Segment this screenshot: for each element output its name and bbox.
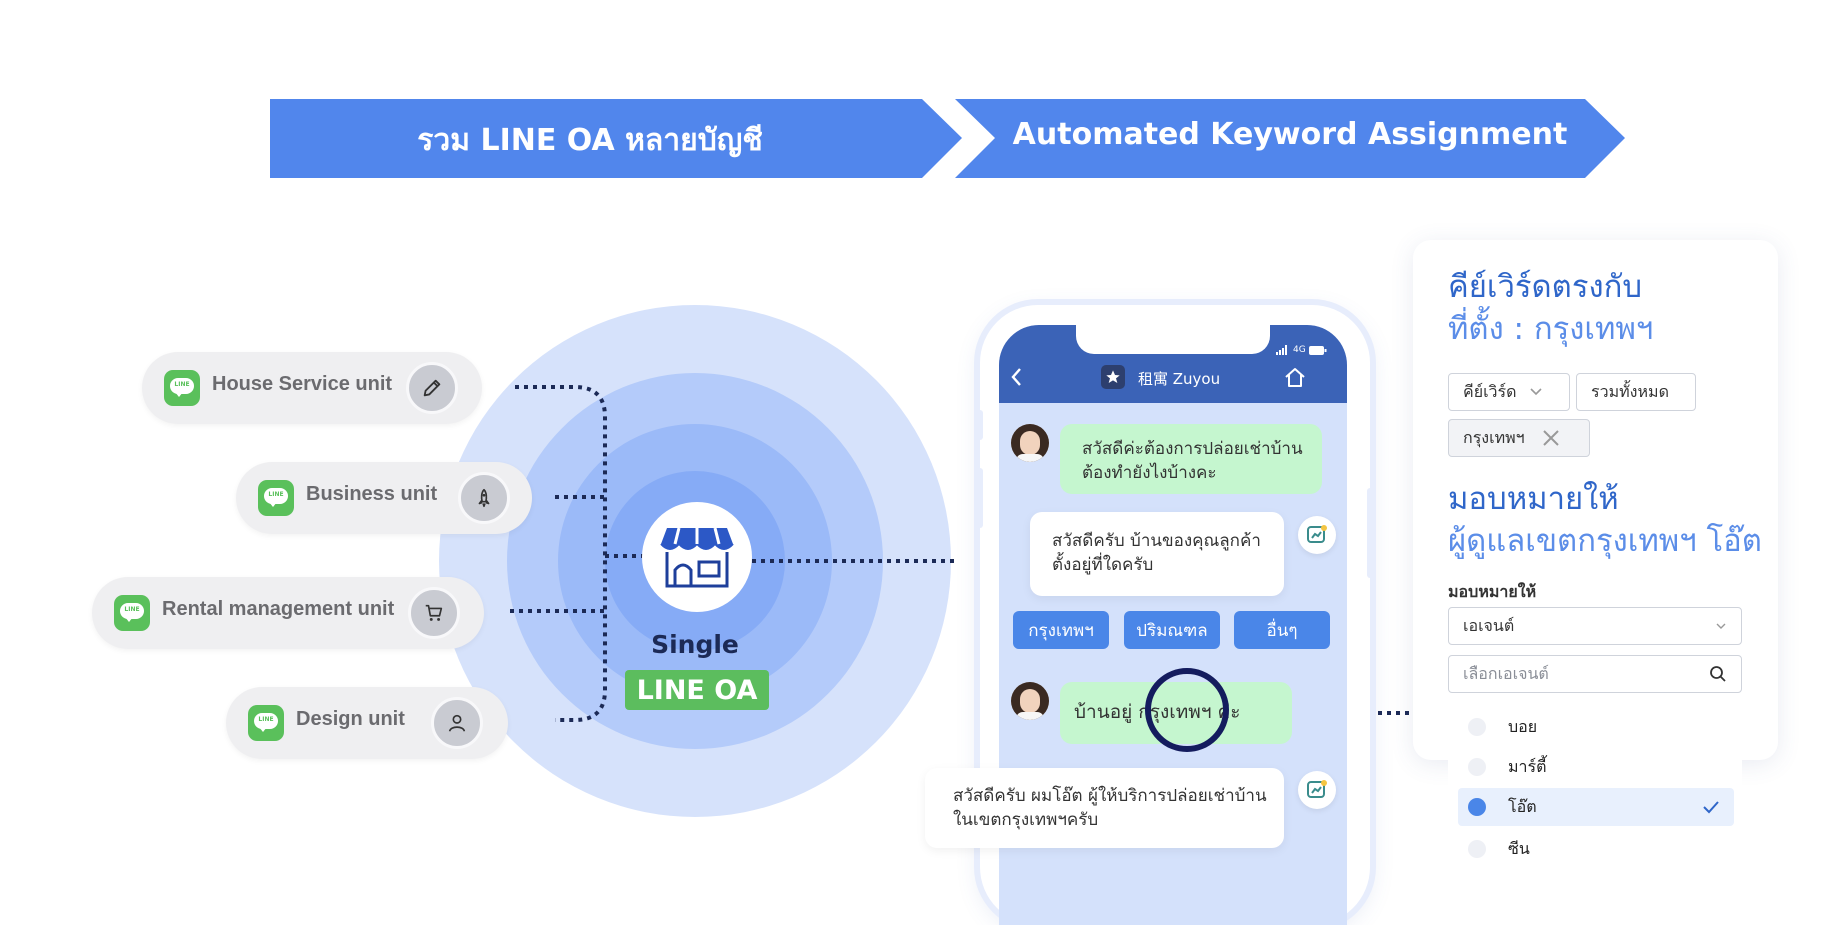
- banner-step-1-label: รวม LINE OA หลายบัญชี: [417, 123, 763, 158]
- assignment-line2: ผู้ดูแลเขตกรุงเทพฯ โอ๊ต: [1448, 523, 1762, 559]
- bot-message: สวัสดีครับ บ้านของคุณลูกค้า ตั้งอยู่ที่ใ…: [1030, 512, 1284, 596]
- agent-option-boy[interactable]: บอย: [1458, 708, 1734, 746]
- keyword-select[interactable]: คีย์เวิร์ด: [1448, 373, 1570, 411]
- line-logo-icon: LINE: [258, 480, 294, 516]
- center-title: Single: [651, 630, 739, 659]
- assign-label: มอบหมายให้: [1448, 582, 1537, 601]
- signal-icon: [1276, 345, 1287, 355]
- chevron-down-icon: [1529, 388, 1542, 396]
- agent-select[interactable]: เอเจนต์: [1448, 607, 1742, 645]
- banner-step-2: [955, 99, 1625, 178]
- agent-option-oat-selected[interactable]: โอ๊ต: [1458, 788, 1734, 826]
- chevron-down-icon: [1716, 623, 1726, 629]
- banner-step-1: [270, 99, 962, 178]
- pencil-icon: [406, 362, 458, 414]
- star-icon: [1101, 365, 1125, 389]
- quick-reply-perimeter[interactable]: ปริมณฑล: [1124, 611, 1220, 649]
- unit-pill-rental-management[interactable]: LINE Rental management unit: [92, 577, 484, 649]
- customer-avatar: [1011, 682, 1049, 720]
- quick-reply-bangkok[interactable]: กรุงเทพฯ: [1013, 611, 1109, 649]
- keyword-highlight-circle: [1145, 668, 1229, 752]
- search-icon: [1710, 666, 1726, 682]
- user-icon: [431, 697, 483, 749]
- back-chevron-icon[interactable]: [1008, 366, 1026, 388]
- check-icon: [1703, 801, 1719, 814]
- home-icon[interactable]: [1283, 366, 1307, 388]
- rocket-icon: [458, 472, 510, 524]
- bot-icon: [1298, 771, 1336, 809]
- process-banner: [270, 99, 1625, 178]
- unit-label: Business unit: [306, 483, 438, 505]
- agent-option-marty[interactable]: มาร์ตี้: [1458, 748, 1734, 786]
- unit-pill-business[interactable]: LINE Business unit: [236, 462, 532, 534]
- line-logo-icon: LINE: [248, 705, 284, 741]
- phone-side-button: [1367, 488, 1373, 578]
- customer-avatar: [1011, 424, 1049, 462]
- unit-label: House Service unit: [212, 373, 393, 395]
- center-badge: LINE OA: [625, 670, 769, 710]
- agent-search-input[interactable]: เลือกเอเจนต์: [1448, 655, 1742, 693]
- keyword-tag: กรุงเทพฯ: [1448, 419, 1590, 457]
- scope-chip[interactable]: รวมทั้งหมด: [1576, 373, 1696, 411]
- cart-icon: [408, 587, 460, 639]
- bot-icon: [1298, 516, 1336, 554]
- line-logo-icon: LINE: [114, 595, 150, 631]
- phone-notch: [1076, 320, 1270, 354]
- phone-side-button: [977, 410, 983, 440]
- keyword-match-line2: ที่ตั้ง : กรุงเทพฯ: [1448, 311, 1654, 347]
- customer-message: สวัสดีค่ะต้องการปล่อยเช่าบ้าน ต้องทำยังไ…: [1060, 424, 1322, 494]
- unit-pill-design[interactable]: LINE Design unit: [226, 687, 508, 759]
- network-label: 4G: [1293, 345, 1306, 355]
- keyword-match-line1: คีย์เวิร์ดตรงกับ: [1448, 269, 1643, 305]
- keyword-match-heading: คีย์เวิร์ดตรงกับ ที่ตั้ง : กรุงเทพฯ: [1448, 266, 1653, 350]
- store-icon: [642, 502, 752, 612]
- close-icon[interactable]: [1541, 428, 1561, 448]
- agent-option-zeen[interactable]: ซีน: [1458, 830, 1734, 868]
- unit-label: Design unit: [296, 708, 405, 730]
- assignment-line1: มอบหมายให้: [1448, 481, 1619, 517]
- unit-label: Rental management unit: [162, 598, 395, 620]
- phone-side-button: [977, 468, 983, 528]
- battery-icon: [1308, 345, 1327, 355]
- unit-pill-house-service[interactable]: LINE House Service unit: [142, 352, 482, 424]
- agent-message: สวัสดีครับ ผมโอ๊ต ผู้ให้บริการปล่อยเช่าบ…: [925, 768, 1284, 848]
- assignment-heading: มอบหมายให้ ผู้ดูแลเขตกรุงเทพฯ โอ๊ต: [1448, 478, 1762, 562]
- status-bar: 4G: [1276, 343, 1328, 357]
- banner-step-2-label: Automated Keyword Assignment: [1012, 117, 1568, 152]
- line-logo-icon: LINE: [164, 370, 200, 406]
- quick-reply-other[interactable]: อื่นๆ: [1234, 611, 1330, 649]
- chat-title: 租寓 Zuyou: [1138, 370, 1221, 388]
